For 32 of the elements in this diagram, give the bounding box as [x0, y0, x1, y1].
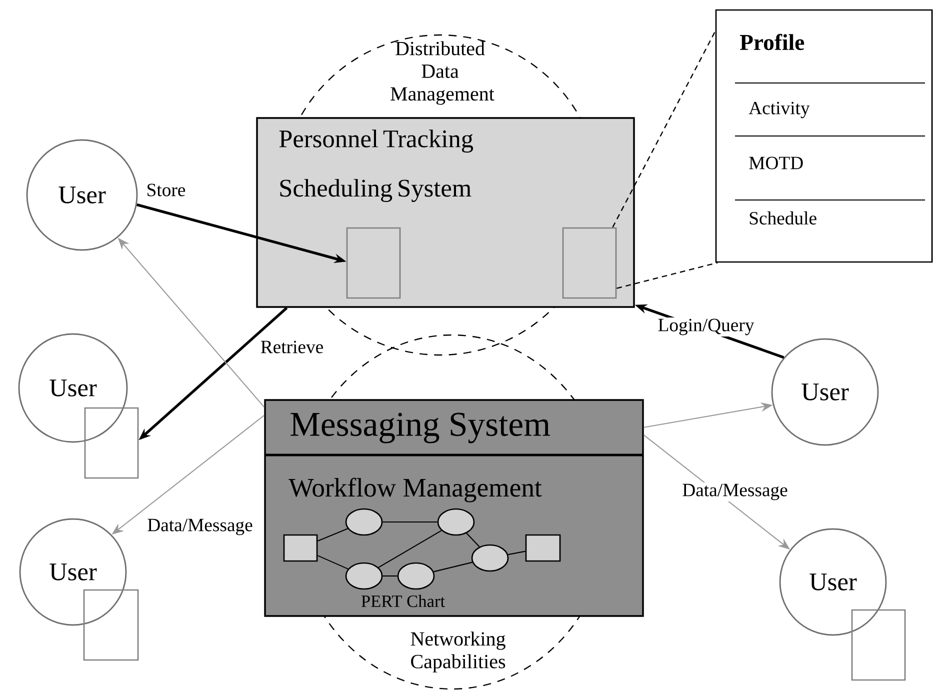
edge-label: Data/Message — [680, 482, 790, 502]
document-box — [84, 407, 139, 479]
connector-line — [382, 575, 398, 577]
pert-chart-node — [397, 562, 435, 590]
document-box — [83, 589, 139, 661]
document-box — [346, 227, 401, 299]
connector-line — [508, 550, 526, 556]
pert-chart-node — [437, 508, 475, 536]
region-label: Distributed Data Management — [390, 41, 494, 105]
edge-label: Retrieve — [259, 339, 325, 355]
pert-chart-node — [345, 562, 383, 590]
connector-line — [382, 521, 438, 523]
profile-box: Profile Activity MOTD Schedule — [715, 9, 933, 263]
edge-label: Data/Message — [146, 518, 254, 536]
connector-line — [317, 555, 348, 570]
connector-line — [466, 532, 480, 548]
document-box — [851, 609, 906, 681]
messaging-system-box: Messaging System Workflow Management PERT Chart — [264, 399, 644, 617]
pert-chart-node — [283, 534, 318, 562]
connector-line — [378, 530, 442, 568]
pert-chart-node — [471, 544, 509, 572]
dashed-line — [616, 262, 718, 289]
pert-chart-node — [345, 508, 383, 536]
edge-label: Login/Query — [656, 317, 756, 337]
system-box: Personnel Tracking Scheduling System — [256, 117, 635, 308]
region-label: Networking Capabilities — [410, 632, 506, 672]
document-box — [562, 227, 617, 299]
connector-line — [317, 528, 348, 542]
connector-line — [434, 562, 472, 572]
dashed-line — [612, 30, 716, 228]
edge-label: Store — [144, 182, 188, 198]
pert-chart-node — [525, 534, 561, 562]
